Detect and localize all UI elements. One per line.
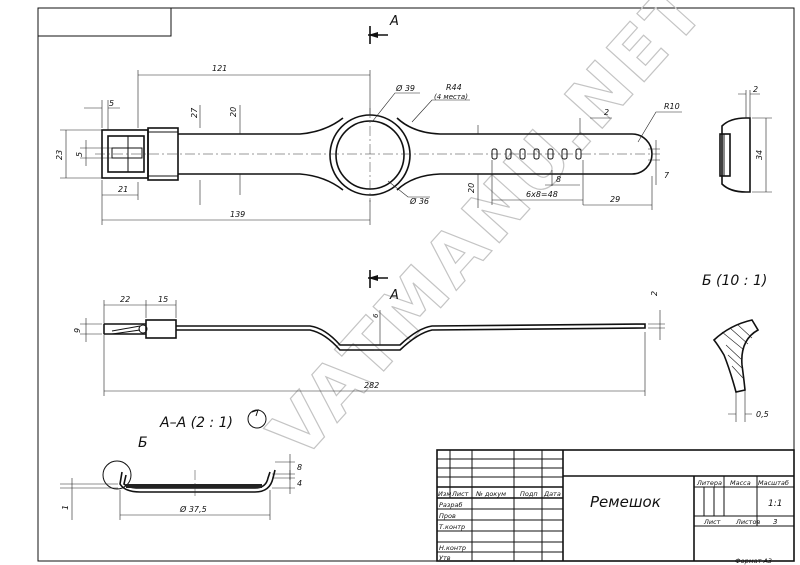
sect-dim-d37: Ø 37,5 bbox=[179, 504, 207, 514]
dim-20b: 20 bbox=[467, 183, 476, 193]
detail-dim-05: 0,5 bbox=[756, 410, 769, 419]
dim-27: 27 bbox=[190, 107, 199, 118]
section-mark-top-letter: А bbox=[389, 14, 399, 29]
section-mark-bottom: А bbox=[368, 270, 399, 303]
rotation-symbol bbox=[247, 409, 267, 429]
strap-holes bbox=[491, 148, 582, 160]
tb-col-izm: Изм bbox=[438, 490, 451, 498]
end-dim-2: 2 bbox=[753, 85, 758, 94]
tb-hdr-list: Лист bbox=[703, 518, 721, 526]
tb-row-nkontr: Н.контр bbox=[439, 544, 466, 552]
dim-29: 29 bbox=[610, 195, 620, 204]
dim-5-top: 5 bbox=[109, 99, 114, 108]
tb-scale-value: 1:1 bbox=[768, 499, 782, 509]
sect-dim-8: 8 bbox=[297, 463, 302, 472]
tb-col-list: Лист bbox=[451, 490, 469, 498]
dim-d39: Ø 39 bbox=[395, 83, 415, 93]
section-view bbox=[60, 454, 295, 520]
side-dim-15: 15 bbox=[158, 295, 168, 304]
dim-6x8: 6х8=48 bbox=[526, 190, 558, 199]
tb-col-sign: Подп bbox=[520, 490, 538, 498]
dim-r10: R10 bbox=[664, 102, 680, 111]
sect-dim-1: 1 bbox=[61, 505, 70, 510]
svg-text:VATMANU.NET: VATMANU.NET bbox=[253, 0, 722, 474]
side-dim-6: 6 bbox=[372, 313, 380, 318]
dim-r44-note: (4 места) bbox=[434, 93, 468, 101]
tb-hdr-listov: Листов bbox=[735, 518, 760, 526]
format-label: Формат А3 bbox=[735, 557, 772, 565]
sheet-frame bbox=[37, 7, 795, 562]
side-dim-282: 282 bbox=[364, 381, 379, 390]
tb-hdr-massa: Масса bbox=[730, 479, 751, 487]
tb-col-date: Дата bbox=[543, 490, 561, 498]
tb-row-prov: Пров bbox=[439, 512, 456, 520]
detail-view bbox=[712, 319, 760, 422]
tb-row-razrab: Разраб bbox=[439, 501, 462, 509]
tb-sheets-total: 3 bbox=[773, 518, 777, 526]
dim-23: 23 bbox=[55, 150, 64, 160]
dim-7: 7 bbox=[664, 171, 670, 180]
side-dim-22: 22 bbox=[120, 295, 130, 304]
tb-col-doc: № докум bbox=[475, 490, 506, 498]
dim-r44: R44 bbox=[446, 83, 462, 92]
tb-row-tkontr: Т.контр bbox=[439, 523, 465, 531]
dim-2-top: 2 bbox=[604, 108, 609, 117]
section-mark-bottom-letter: А bbox=[389, 288, 399, 303]
side-dim-9: 9 bbox=[73, 328, 82, 333]
side-view bbox=[80, 300, 665, 396]
dim-21: 21 bbox=[118, 185, 128, 194]
section-title: А–А (2 : 1) bbox=[159, 415, 233, 431]
tb-hdr-litera: Литера bbox=[696, 479, 722, 487]
dim-8: 8 bbox=[556, 175, 561, 184]
dim-139: 139 bbox=[230, 210, 245, 219]
end-view bbox=[719, 90, 772, 193]
dim-20a: 20 bbox=[229, 107, 238, 117]
watermark-graphic: VATMANU.NET bbox=[252, 0, 722, 475]
detail-title: Б (10 : 1) bbox=[702, 273, 767, 289]
callout-b-letter: Б bbox=[138, 435, 148, 451]
side-dim-2: 2 bbox=[650, 291, 659, 296]
dim-121: 121 bbox=[212, 64, 227, 73]
dim-d36: Ø 36 bbox=[409, 196, 429, 206]
part-name: Ремешок bbox=[590, 493, 661, 511]
sect-dim-4: 4 bbox=[297, 479, 302, 488]
section-mark-top: А bbox=[368, 14, 399, 44]
dim-5-left: 5 bbox=[75, 152, 84, 157]
end-dim-34: 34 bbox=[755, 150, 764, 160]
title-block bbox=[436, 449, 795, 562]
top-view bbox=[60, 70, 682, 225]
tb-hdr-masshtab: Масштаб bbox=[758, 479, 789, 487]
tb-row-utv: Утв bbox=[439, 554, 451, 562]
